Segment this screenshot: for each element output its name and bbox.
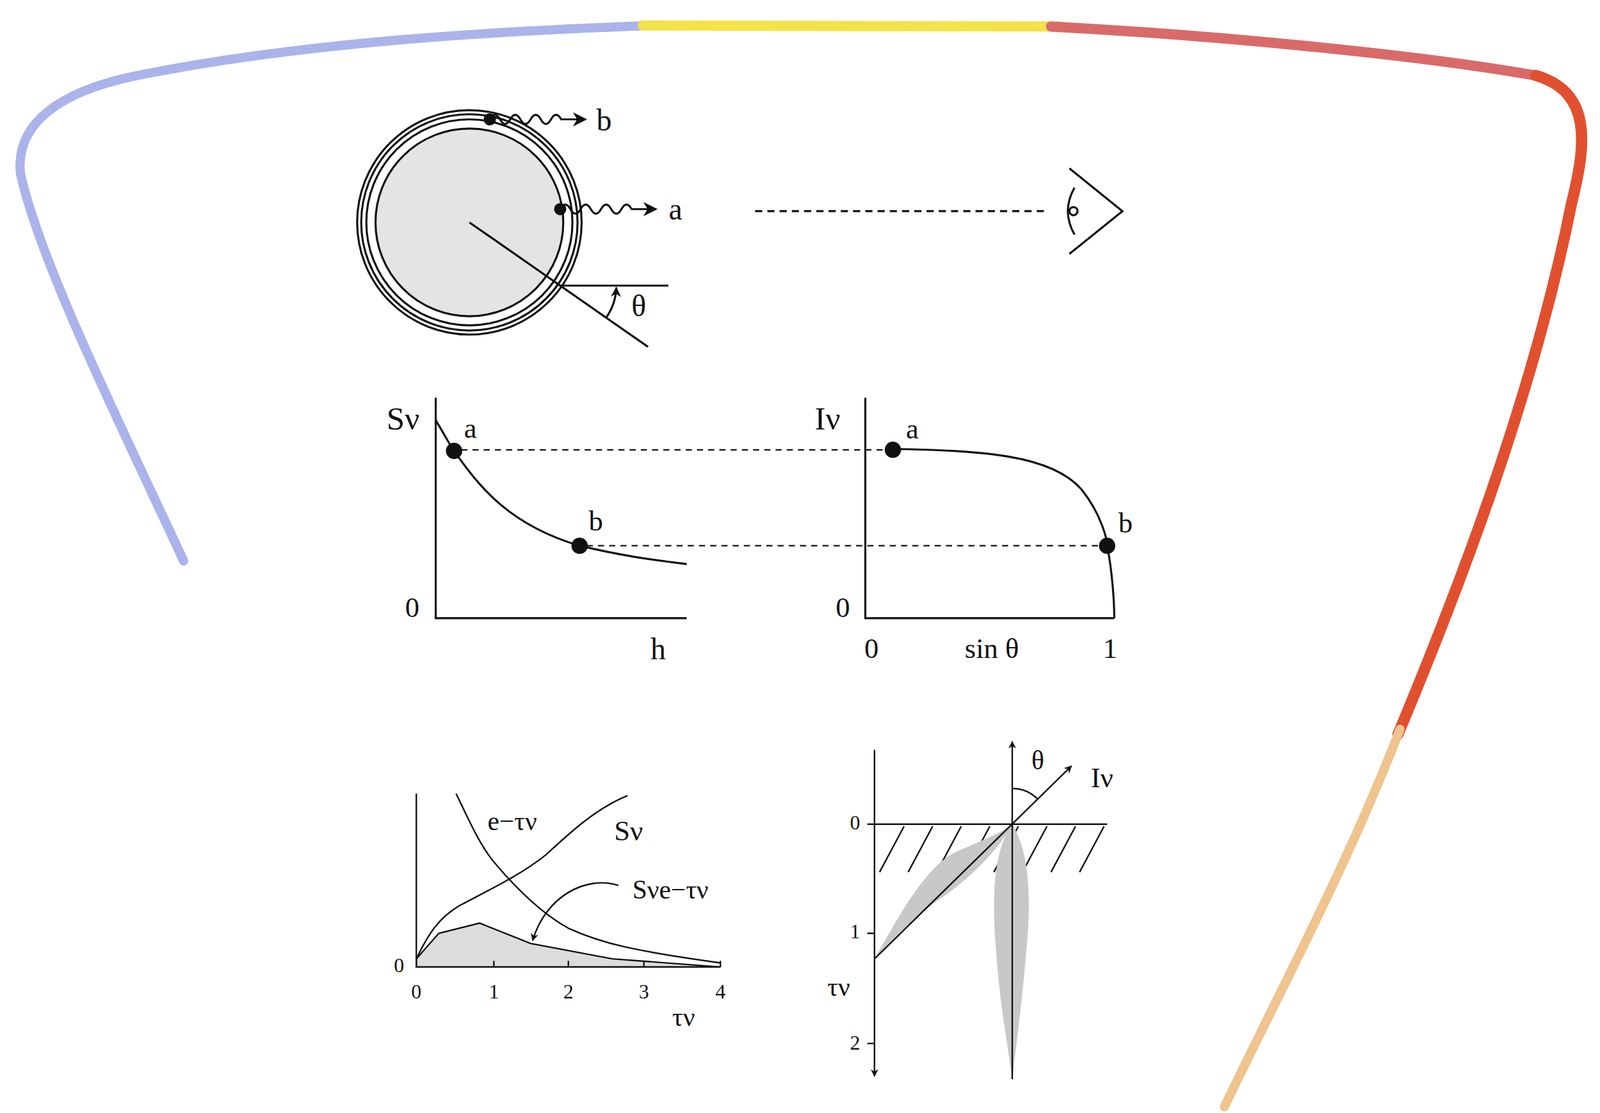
horizontal-line <box>560 284 669 287</box>
tick-label: 0 <box>393 955 405 976</box>
slab-geometry <box>867 742 1108 1083</box>
point-dot <box>572 539 587 554</box>
tick-label: 0 <box>850 812 861 833</box>
tick-label: 2 <box>563 981 574 1003</box>
angle-arc <box>606 287 617 318</box>
point-label: b <box>1118 509 1133 538</box>
tick-label: 0 <box>405 594 420 623</box>
point-dot <box>1099 539 1115 554</box>
point-label: a <box>668 193 682 225</box>
axis-label: τν <box>672 1005 695 1032</box>
angle-arc <box>1012 788 1038 800</box>
ticks <box>867 824 875 1045</box>
axis-label: Sν <box>386 402 420 435</box>
brush-stroke <box>1224 729 1401 1108</box>
axis-label: Iν <box>815 402 841 435</box>
source-curve <box>416 795 628 960</box>
eye-lids <box>1069 168 1123 255</box>
angle-label: θ <box>1031 747 1045 775</box>
intensity-curve <box>893 448 1115 619</box>
brush-border <box>19 25 1582 1108</box>
depth-axis <box>873 749 876 1077</box>
eye-pupil <box>1069 207 1078 216</box>
shaded-area <box>416 923 721 968</box>
source-function-plot <box>436 398 687 619</box>
tick-label: 3 <box>638 981 650 1003</box>
tick-label: 1 <box>1103 634 1118 664</box>
point-label: b <box>589 507 604 536</box>
eye <box>1067 168 1123 255</box>
axis-label: sin θ <box>964 634 1020 664</box>
point-dot <box>446 443 461 458</box>
axes <box>865 398 1115 619</box>
guide-line <box>460 449 886 451</box>
axis-label: h <box>650 633 666 665</box>
surface-line <box>874 824 1108 826</box>
photon-wave <box>560 204 657 214</box>
contribution-plot <box>416 793 721 968</box>
tick-label: 2 <box>850 1032 861 1054</box>
brush-stroke <box>1051 26 1542 77</box>
brush-stroke <box>19 25 654 562</box>
photon-wave <box>489 114 586 124</box>
leader-arrow <box>532 882 619 941</box>
axis-label: τν <box>827 974 850 1001</box>
axes <box>436 398 687 619</box>
ticks <box>493 961 721 968</box>
curve-label: Sνe−τν <box>632 877 709 905</box>
point-label: a <box>905 415 919 445</box>
axis-label: Iν <box>1090 764 1114 794</box>
point-label: a <box>464 414 477 444</box>
intensity-plot <box>865 398 1115 619</box>
ray <box>874 766 1072 960</box>
tick-label: 1 <box>850 921 861 942</box>
curve-label: e−τν <box>487 809 537 836</box>
angle-label: θ <box>631 290 647 322</box>
normal-line <box>1011 742 1013 1081</box>
star <box>357 110 669 348</box>
tick-label: 1 <box>488 981 499 1003</box>
guide-line <box>586 544 1100 547</box>
tick-label: 4 <box>715 981 726 1003</box>
point-label: b <box>596 105 613 136</box>
contribution-lobe <box>994 824 1029 1083</box>
tick-label: 0 <box>411 981 422 1003</box>
curve-label: Sν <box>614 817 643 847</box>
point-dot <box>885 443 900 458</box>
tick-label: 0 <box>864 634 879 664</box>
axes <box>416 793 721 968</box>
tick-label: 0 <box>835 594 850 623</box>
brush-stroke <box>642 25 1061 27</box>
brush-stroke <box>1397 75 1582 736</box>
guide-lines <box>460 450 1100 547</box>
sight-line <box>754 210 1048 212</box>
